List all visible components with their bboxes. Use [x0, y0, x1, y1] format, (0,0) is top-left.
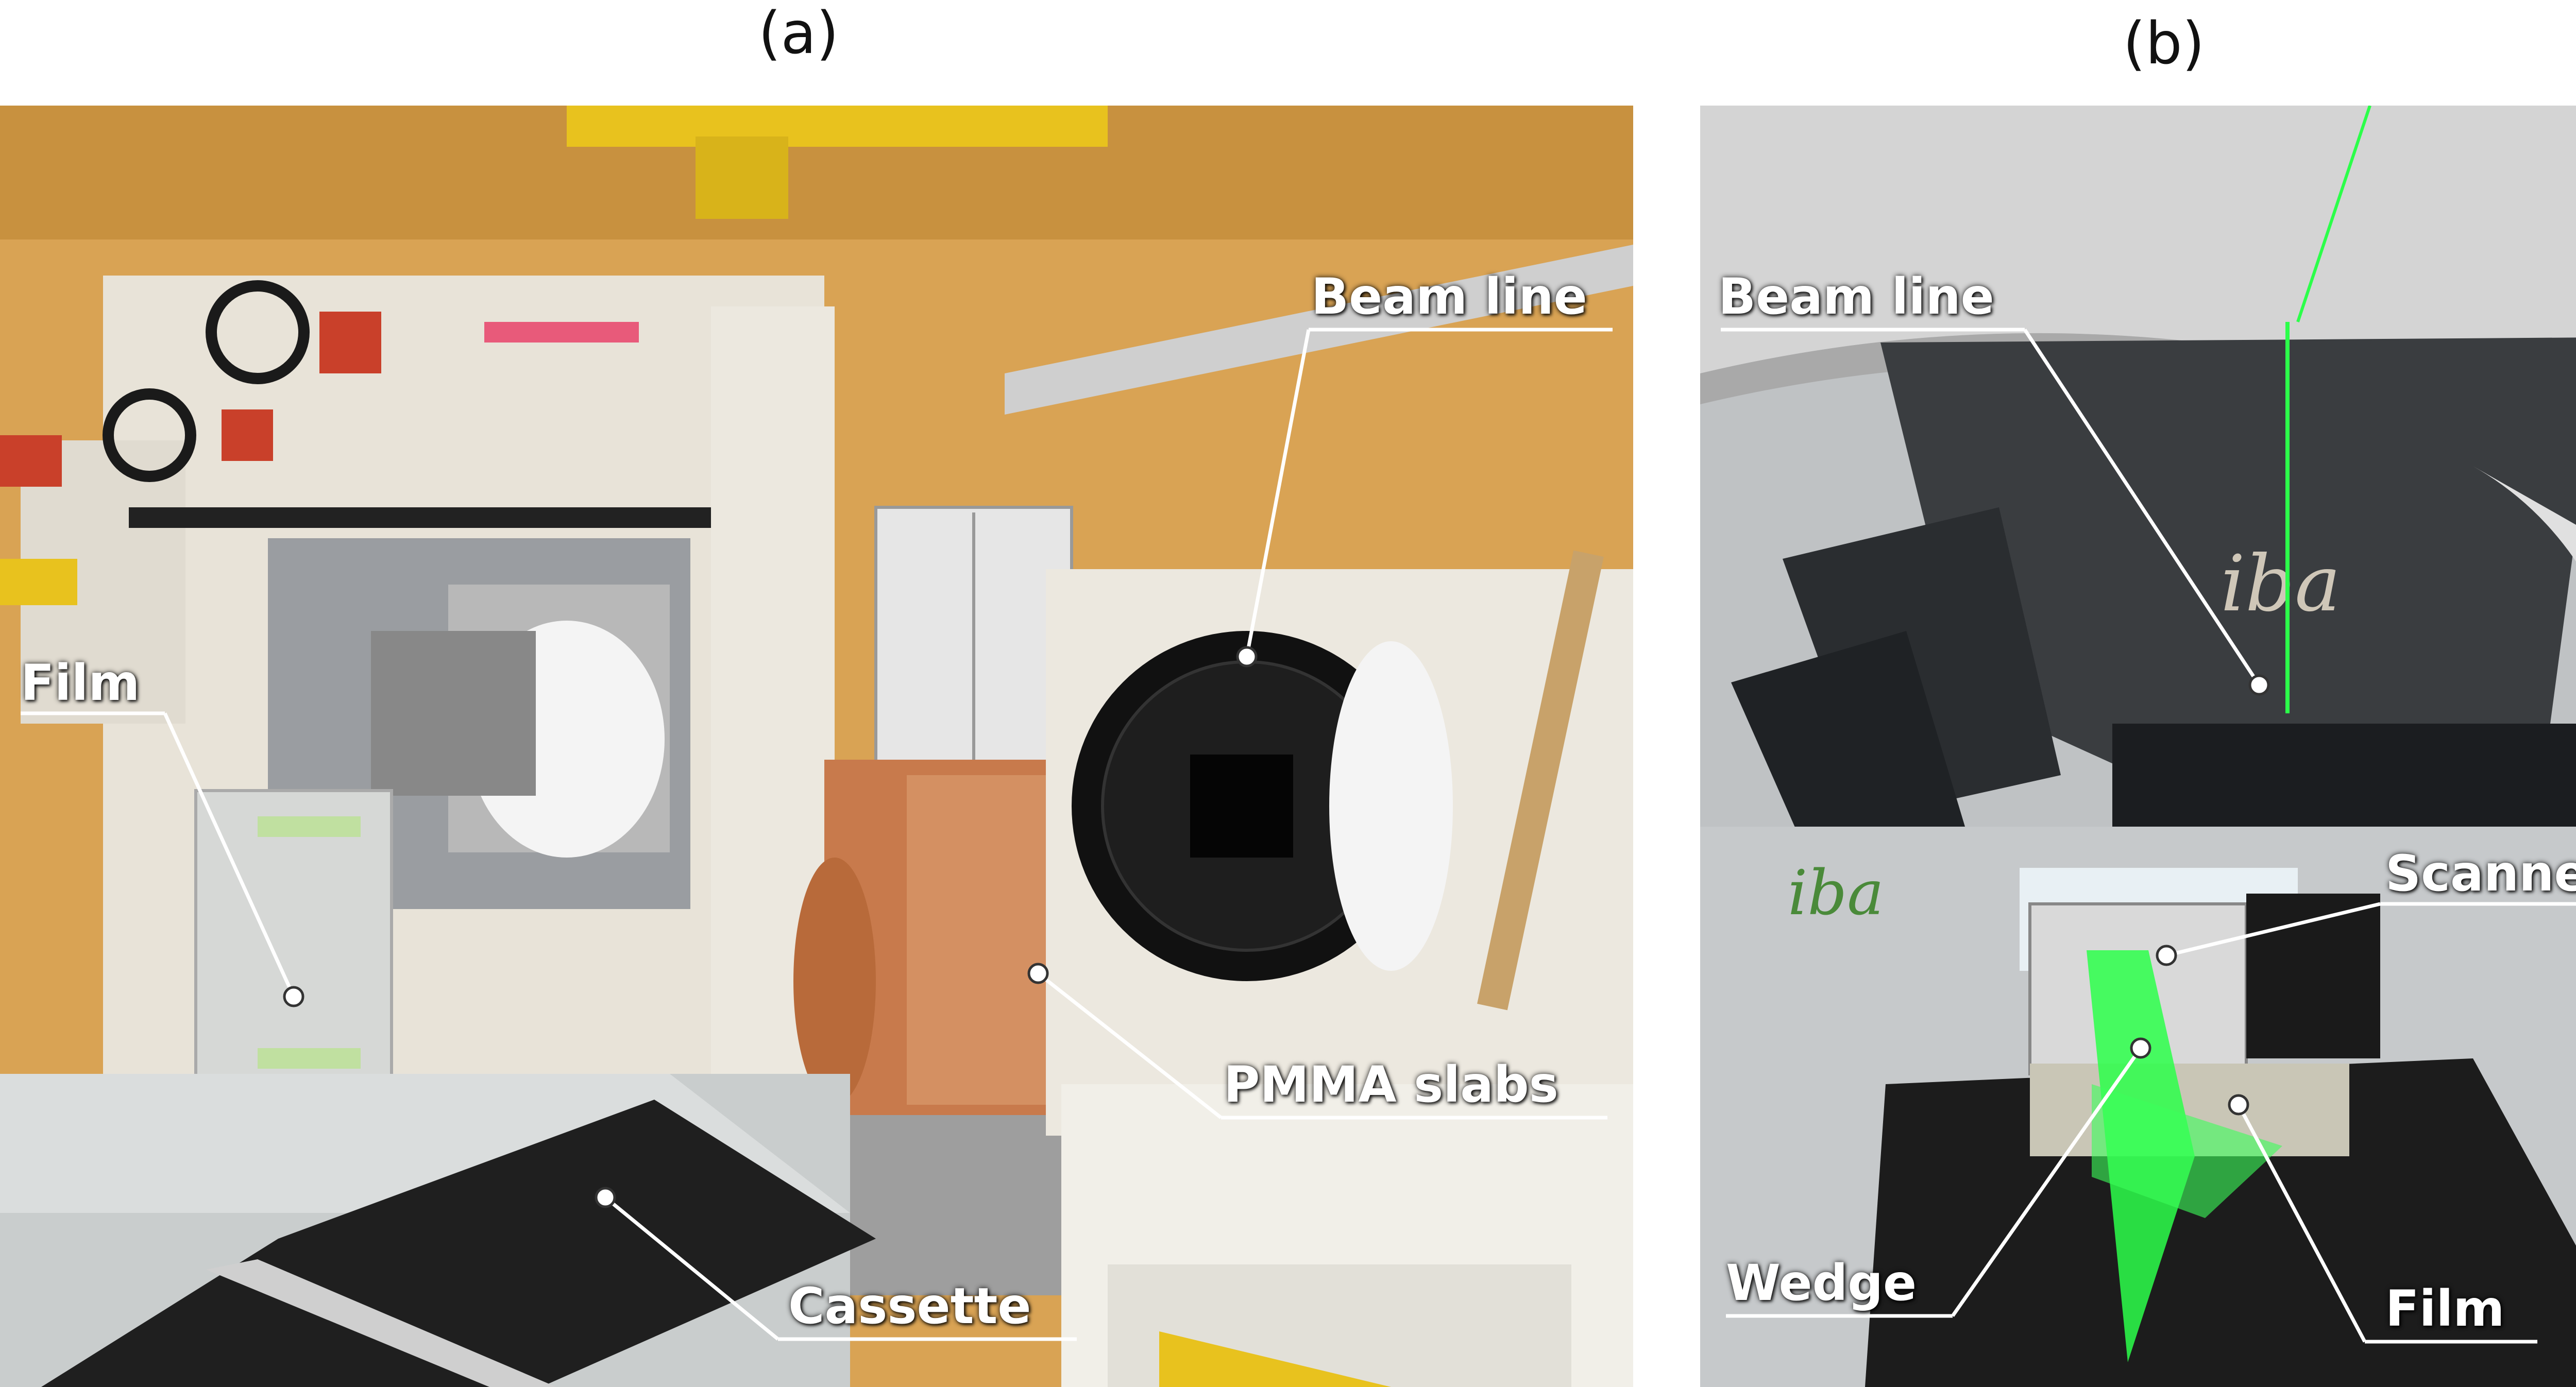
label-pmma-slabs: PMMA slabs — [1224, 1056, 1558, 1114]
label-beam-line-b: Beam line — [1718, 268, 1994, 326]
photo-panel-a — [0, 106, 1633, 1387]
label-film-a: Film — [21, 654, 140, 712]
panel-b-letter: (b) — [2123, 10, 2205, 77]
iba-logo-wall: iba — [1788, 858, 1884, 929]
iba-logo-nozzle: iba — [2221, 539, 2341, 629]
photo-a-illustration — [0, 106, 1633, 1387]
panel-a-letter: (a) — [758, 0, 839, 67]
label-scanner: Scanner — [2385, 845, 2576, 902]
label-film-b: Film — [2385, 1280, 2505, 1338]
label-wedge: Wedge — [1726, 1254, 1917, 1312]
label-cassette: Cassette — [788, 1277, 1031, 1335]
label-beam-line-a: Beam line — [1311, 268, 1587, 326]
